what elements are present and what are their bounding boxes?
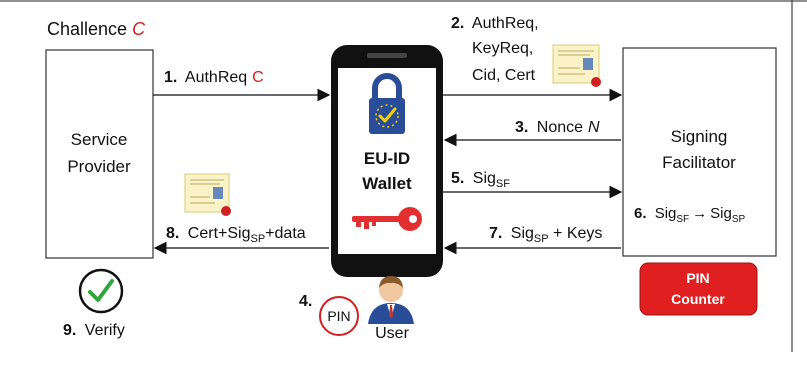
- step-8-label: 8. Cert+SigSP+data: [166, 225, 306, 245]
- user-label: User: [375, 325, 409, 342]
- service-provider-box: [45, 49, 154, 259]
- key-icon: [352, 207, 422, 231]
- check-icon: [78, 268, 124, 314]
- step-9-label: 9. Verify: [63, 322, 125, 339]
- pin-counter-label-line2: Counter: [671, 291, 725, 307]
- service-provider-label-line2: Provider: [67, 157, 131, 176]
- wallet-label-line1: EU-ID: [364, 149, 410, 168]
- certificate-icon: [552, 44, 601, 87]
- step-4-label: 4.: [299, 293, 312, 310]
- step-2-label-line3: Cid, Cert: [472, 67, 536, 84]
- pin-label: PIN: [327, 308, 350, 324]
- step-2-label-line1: 2. AuthReq,: [451, 15, 539, 32]
- service-provider-label-line1: Service: [71, 130, 128, 149]
- certificate-icon-2: [184, 173, 231, 216]
- step-5-label: 5. SigSF: [451, 170, 510, 190]
- pin-counter-label-line1: PIN: [686, 270, 709, 286]
- pin-counter-box: [639, 262, 758, 316]
- pin-circle: [319, 296, 359, 336]
- signing-facilitator-label-line2: Facilitator: [662, 153, 736, 172]
- lock-icon: [369, 73, 405, 134]
- step-7-label: 7. SigSP + Keys: [489, 225, 602, 245]
- signing-facilitator-label-line1: Signing: [671, 127, 728, 146]
- step-6-label: 6. SigSF→SigSP: [634, 205, 746, 225]
- wallet-label-line2: Wallet: [362, 174, 412, 193]
- signing-facilitator-box: [622, 47, 777, 257]
- step-2-label-line2: KeyReq,: [472, 40, 533, 57]
- user-icon: [368, 276, 414, 324]
